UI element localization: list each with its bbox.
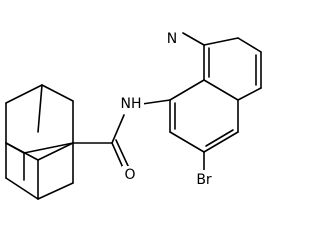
bond [37, 182, 74, 200]
bond [41, 84, 74, 102]
bond [37, 142, 74, 161]
bond [23, 142, 74, 154]
amide-group [72, 99, 171, 171]
adamantane-cage [5, 84, 74, 200]
bond [111, 114, 125, 144]
bond [237, 37, 262, 53]
bond [115, 139, 130, 169]
carbonyl-oxygen-label: O [124, 167, 135, 183]
bond [5, 84, 43, 104]
bond [182, 32, 205, 46]
bromine-label: Br [196, 172, 212, 188]
bond [205, 129, 234, 147]
atom-labels: N NH O Br [118, 30, 217, 188]
bond [111, 142, 125, 171]
amide-nh-label: NH [121, 96, 142, 112]
bond [203, 131, 239, 153]
bond [5, 142, 25, 154]
ring-nitrogen-label: N [167, 31, 177, 47]
bond [141, 99, 171, 105]
bond [37, 84, 43, 133]
bond [237, 87, 262, 101]
bond [169, 79, 205, 101]
bond [5, 177, 39, 200]
bond [203, 79, 239, 101]
bond [169, 131, 205, 153]
bond [203, 37, 239, 46]
quinoline-ring [169, 32, 262, 172]
chemical-structure: N NH O Br [5, 30, 262, 200]
